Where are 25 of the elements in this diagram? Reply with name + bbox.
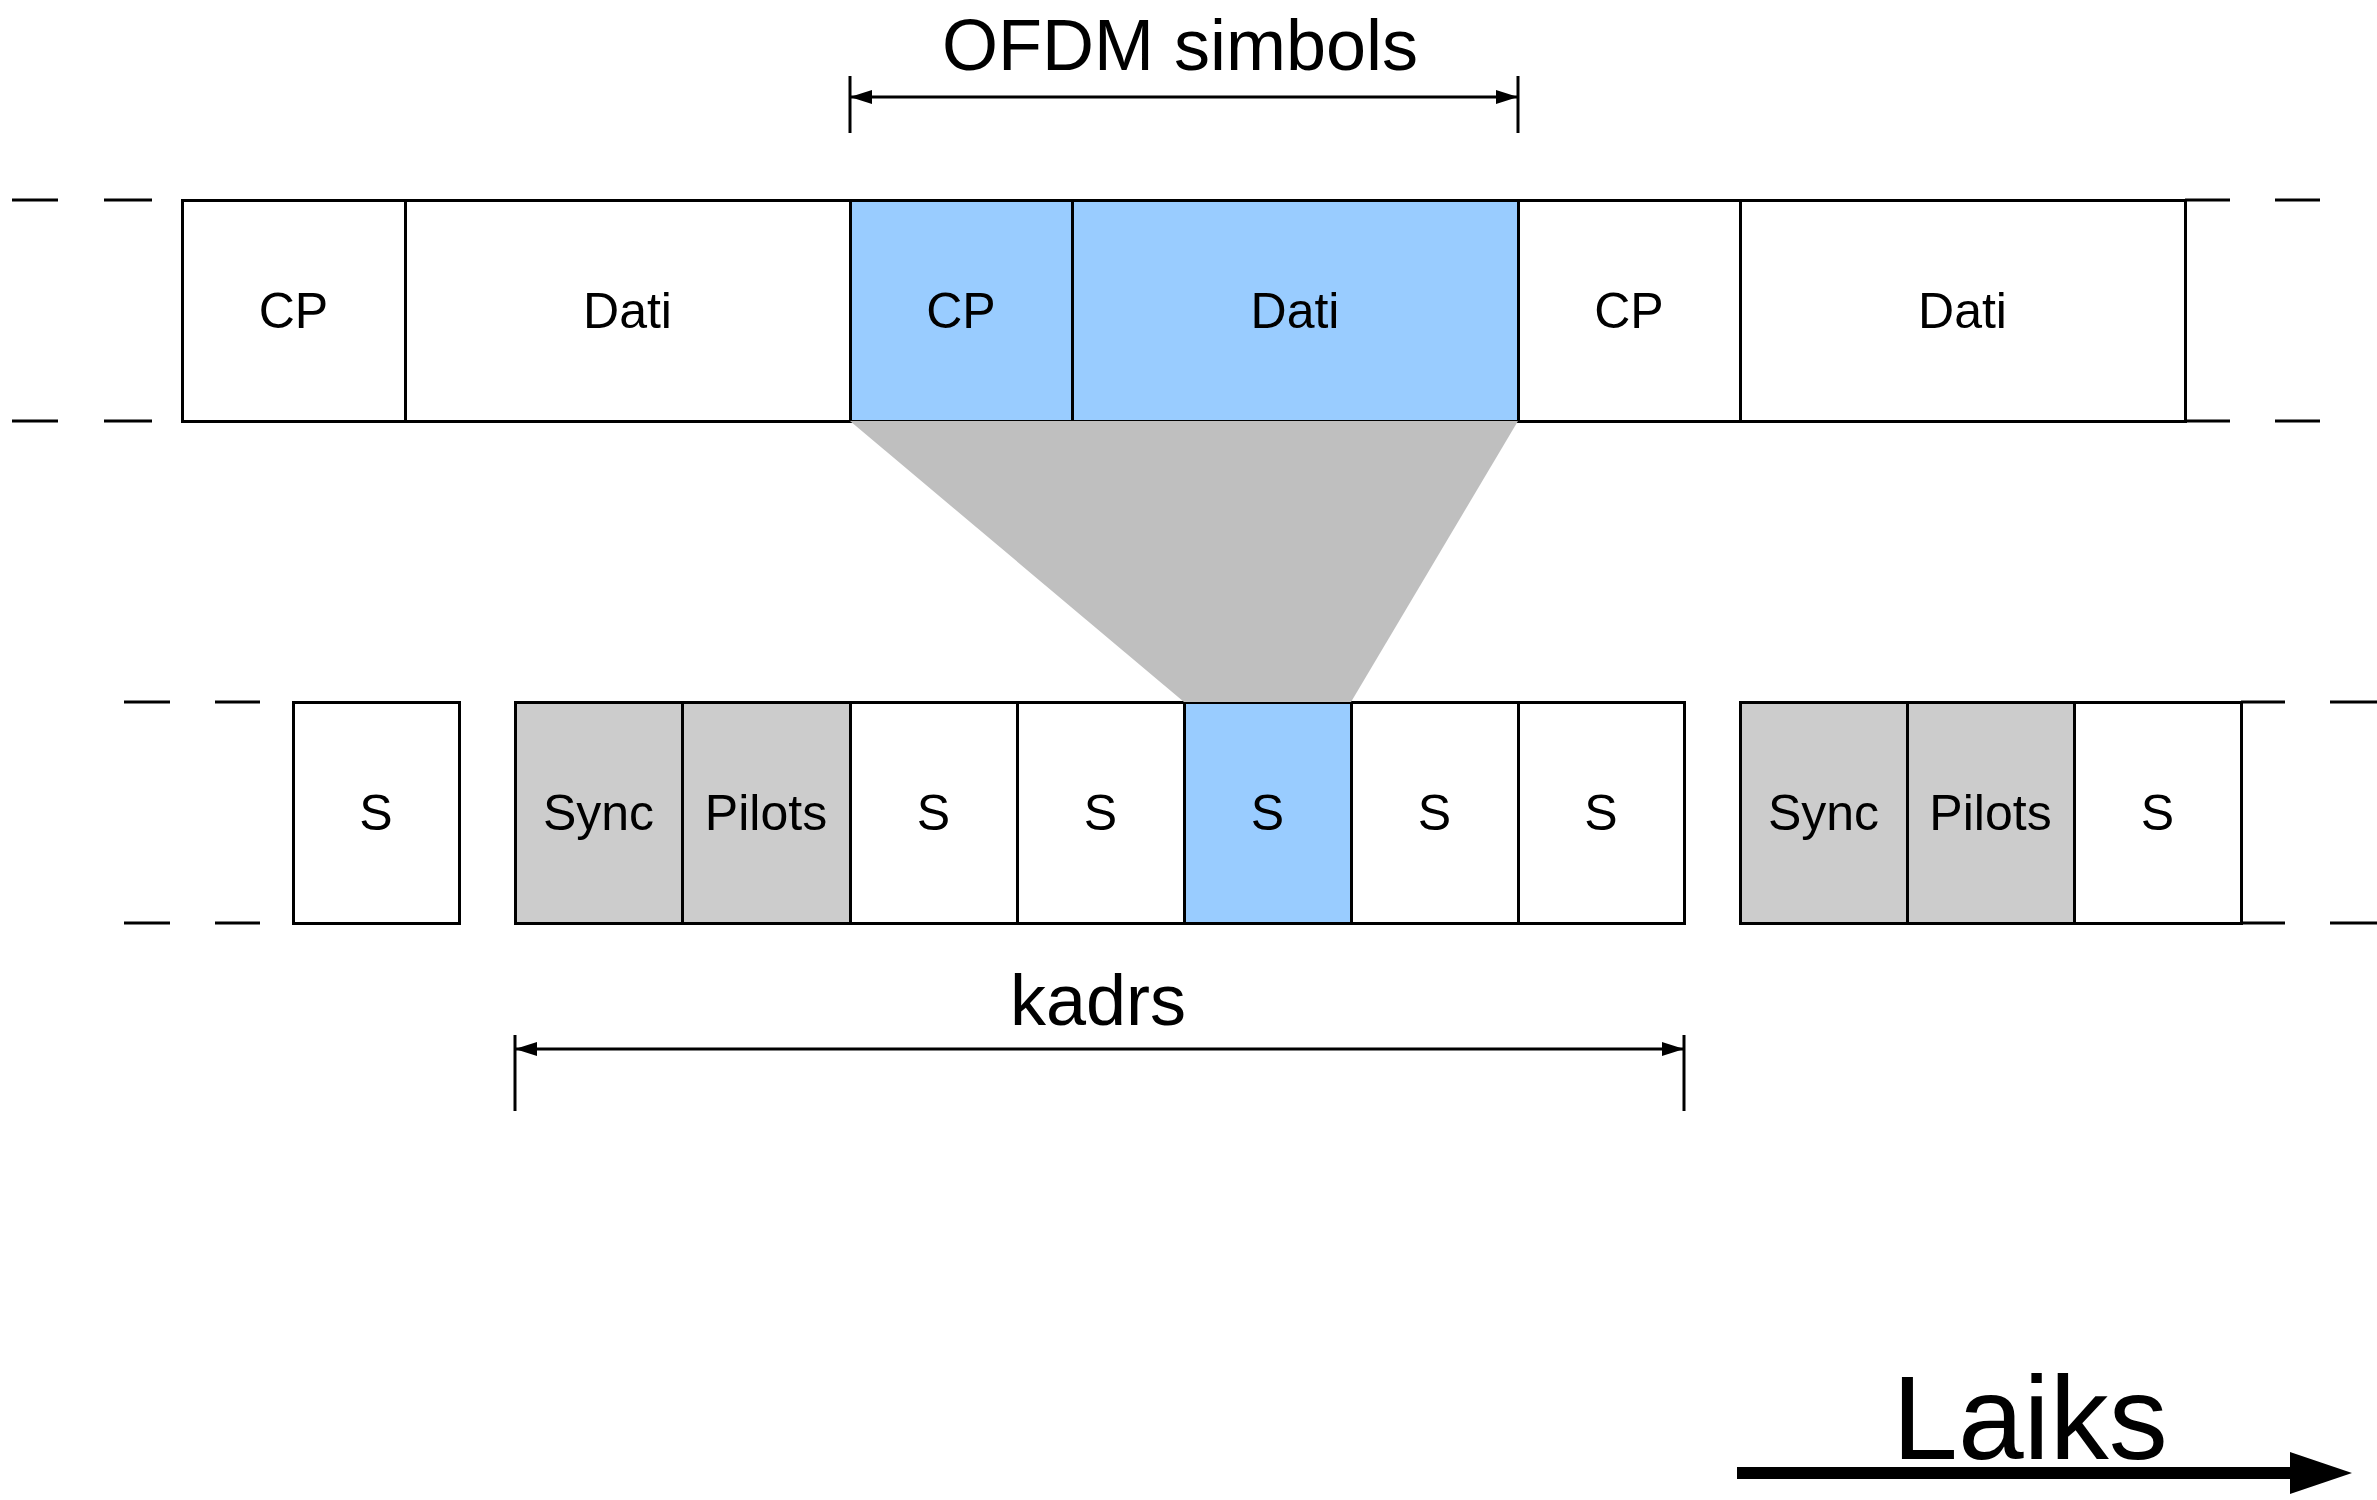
cell-label: S: [2140, 783, 2175, 842]
cell-label: Dati: [1250, 281, 1340, 340]
cell-label: CP: [258, 281, 329, 340]
dimension-label: OFDM simbols: [942, 9, 1418, 81]
cell-label: S: [1250, 783, 1285, 842]
cell-label: S: [916, 783, 951, 842]
dimension-label: Laiks: [1892, 1359, 2168, 1477]
frame-cell: [291, 700, 461, 925]
cell-label: S: [1584, 783, 1618, 842]
frame-cell: [180, 198, 407, 423]
cell-label: Dati: [1918, 281, 2007, 340]
cell-label: CP: [1594, 281, 1664, 340]
cell-label: Pilots: [704, 783, 828, 842]
cell-label: S: [1083, 783, 1118, 842]
frame-cell: [513, 700, 684, 925]
cell-label: Dati: [583, 281, 672, 340]
cell-label: Sync: [542, 783, 655, 842]
cell-label: Sync: [1767, 783, 1880, 842]
dimension-label: kadrs: [1009, 964, 1187, 1036]
zoom-projection: [850, 421, 1518, 702]
cell-label: Pilots: [1929, 783, 2052, 842]
cell-label: S: [359, 783, 393, 842]
frame-cell: [1738, 700, 1909, 925]
cell-label: CP: [926, 281, 996, 340]
cell-label: S: [1417, 783, 1452, 842]
